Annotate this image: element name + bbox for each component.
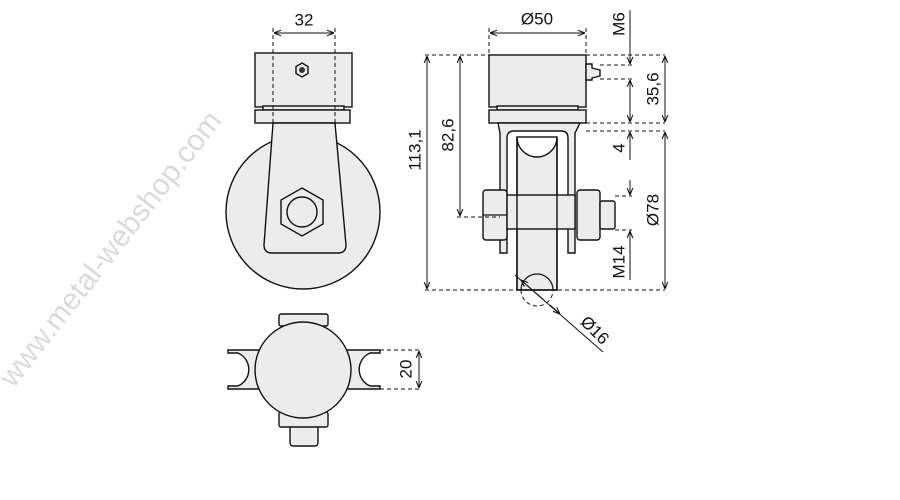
groove-diameter-label: Ø16 [577, 312, 613, 348]
mount-plate [254, 109, 351, 124]
housing-block [488, 54, 587, 108]
gap-label: 4 [609, 143, 628, 152]
grease-thread-label: M6 [609, 12, 628, 36]
housing-height-label: 35,6 [643, 72, 662, 105]
axle-thread-label: M14 [609, 245, 628, 278]
leader-arrow [549, 304, 560, 314]
wheel-diameter-label: Ø78 [643, 194, 662, 226]
wheel-rim-left [227, 349, 263, 390]
housing-top [254, 321, 352, 419]
axle-height-label: 82,6 [438, 118, 457, 151]
bolt-end [599, 200, 616, 230]
leader-arrow [521, 280, 546, 302]
groove-circle [520, 289, 554, 307]
axle-nut-right [576, 189, 601, 241]
bottom-view: 20 [227, 313, 420, 447]
housing-block [254, 52, 353, 108]
grease-nipple-hole [299, 67, 305, 73]
mount-plate [488, 109, 587, 124]
total-height-label: 113,1 [405, 129, 424, 170]
axle-end [286, 196, 318, 228]
wheel-width-label: 20 [396, 360, 415, 379]
front-view: 32 [225, 10, 381, 290]
wheel-rim-right [343, 349, 381, 390]
side-view: Ø50 113,1 82,6 M6 35,6 4 Ø78 M14 Ø16 [405, 9, 665, 353]
bolt-end [289, 424, 319, 447]
grease-nipple [585, 63, 601, 81]
diameter-top-label: Ø50 [521, 9, 553, 28]
watermark: www.metal-webshop.com [0, 105, 228, 394]
axle-bolt [506, 194, 576, 230]
width-label: 32 [295, 10, 314, 29]
